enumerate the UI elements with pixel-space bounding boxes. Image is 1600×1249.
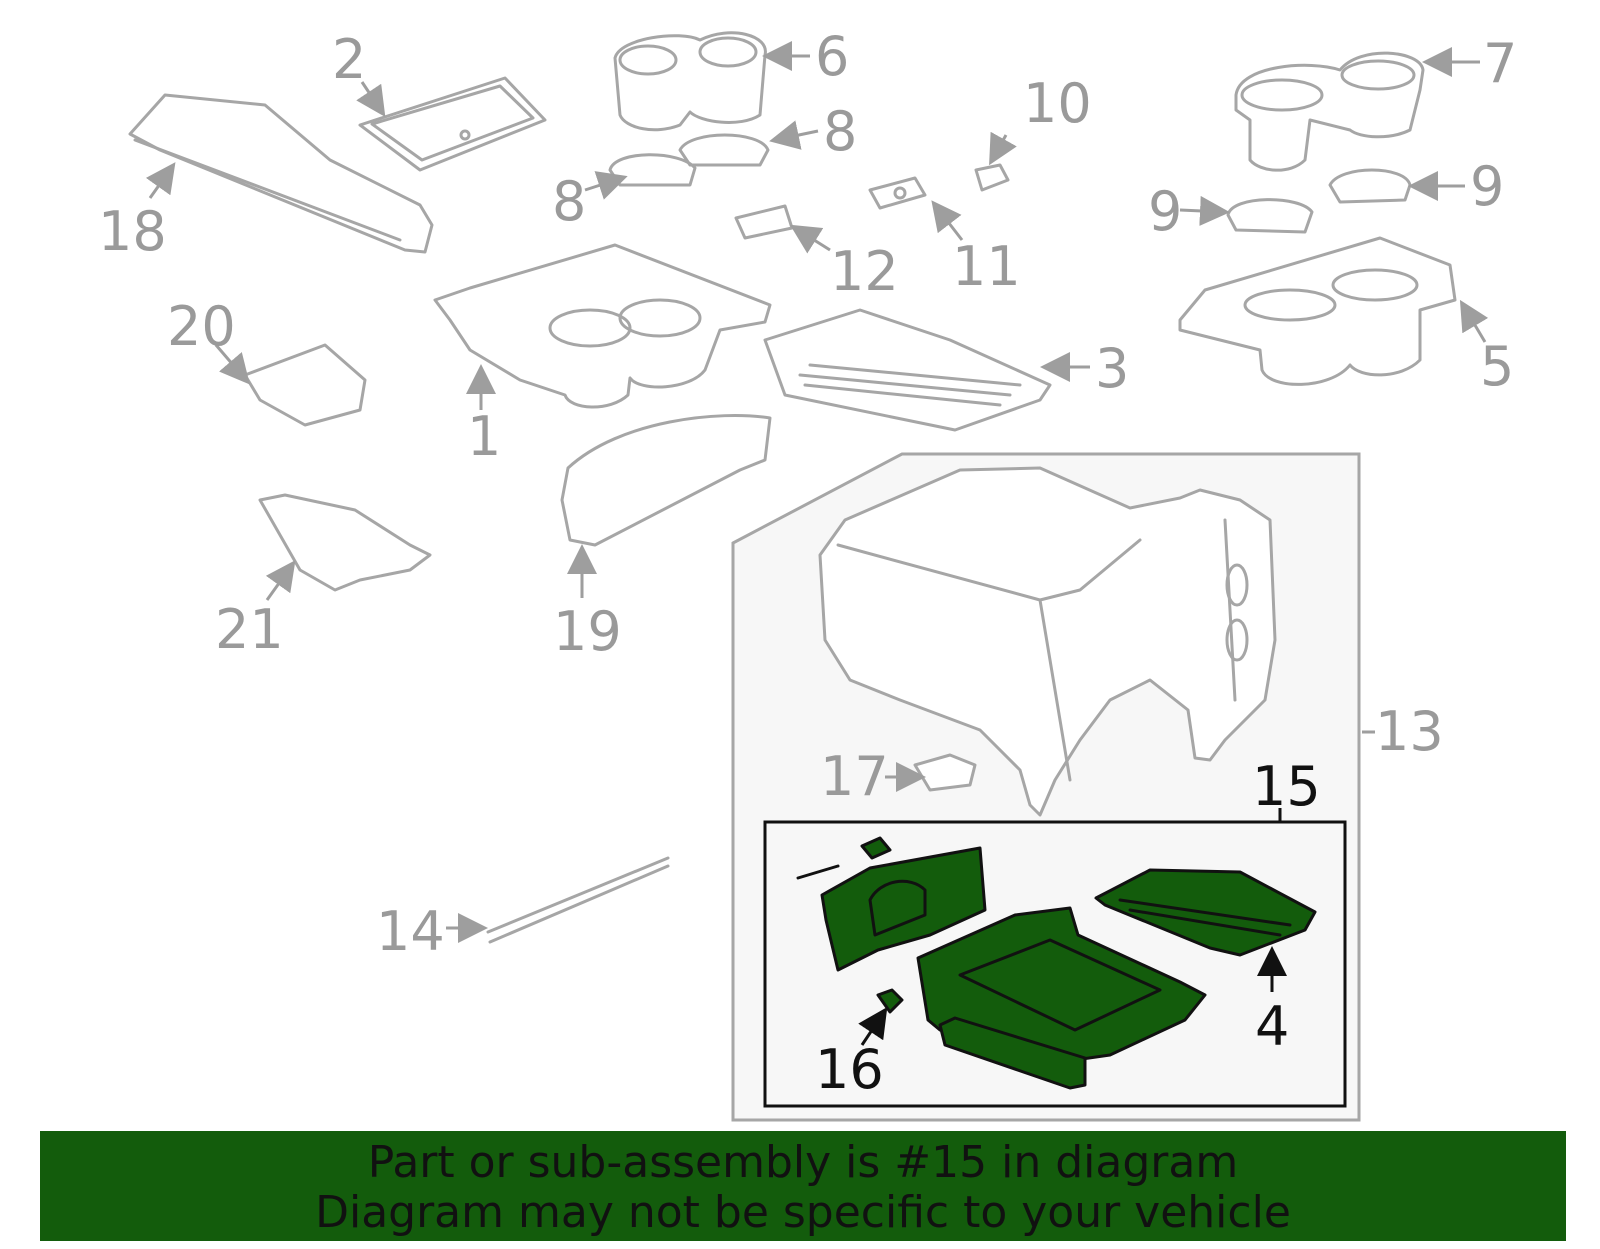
part-2-tray [358,76,547,172]
callout-5: 5 [1480,335,1514,398]
part-20-module [243,343,367,427]
callout-10: 10 [1023,72,1092,135]
callout-21: 21 [215,598,284,661]
callout-13: 13 [1375,700,1444,763]
part-9-rings [1226,168,1412,234]
callout-9b: 9 [1148,180,1182,243]
callout-19: 19 [553,600,622,663]
callout-11: 11 [952,235,1021,298]
callout-6: 6 [815,25,849,88]
callout-20: 20 [167,295,236,358]
part-17-clip [913,753,977,792]
callout-9a: 9 [1470,155,1504,218]
part-1-upper-console [433,243,772,409]
leaders-dark [858,946,1287,1046]
part-15-assembly [796,836,1317,1090]
callout-2: 2 [332,28,366,91]
part-14-rod [486,856,670,944]
info-banner: Part or sub-assembly is #15 in diagram D… [40,1131,1566,1241]
callout-15: 15 [1252,755,1321,818]
part-6-cup-holder [613,31,767,132]
leaders [145,41,1489,943]
callout-labels: 1 2 3 4 5 6 7 8 8 9 9 10 11 12 13 14 15 … [98,25,1517,1101]
part-21-bracket [258,493,432,592]
callout-1: 1 [467,405,501,468]
part-11-socket [868,176,927,210]
callout-17: 17 [820,745,889,808]
callout-12: 12 [830,240,899,303]
callout-16: 16 [815,1038,884,1101]
callout-8b: 8 [552,170,586,233]
part-18-side-trim [128,93,434,254]
part-10-plug [974,163,1010,192]
part-3-mat [763,308,1052,432]
callout-18: 18 [98,200,167,263]
banner-line-2: Diagram may not be specific to your vehi… [315,1187,1291,1238]
callout-7: 7 [1483,32,1517,95]
part-7-cup-holder [1234,51,1425,172]
part-12-switch [734,204,794,240]
part-19-panel [560,414,772,547]
callout-3: 3 [1095,337,1129,400]
callout-14: 14 [376,900,445,963]
banner-line-1: Part or sub-assembly is #15 in diagram [367,1137,1239,1188]
part-5-bezel [1178,236,1457,386]
part-13-lower-console [818,466,1277,817]
callout-4: 4 [1255,995,1289,1058]
callout-8a: 8 [823,100,857,163]
part-8-rings [608,133,770,187]
